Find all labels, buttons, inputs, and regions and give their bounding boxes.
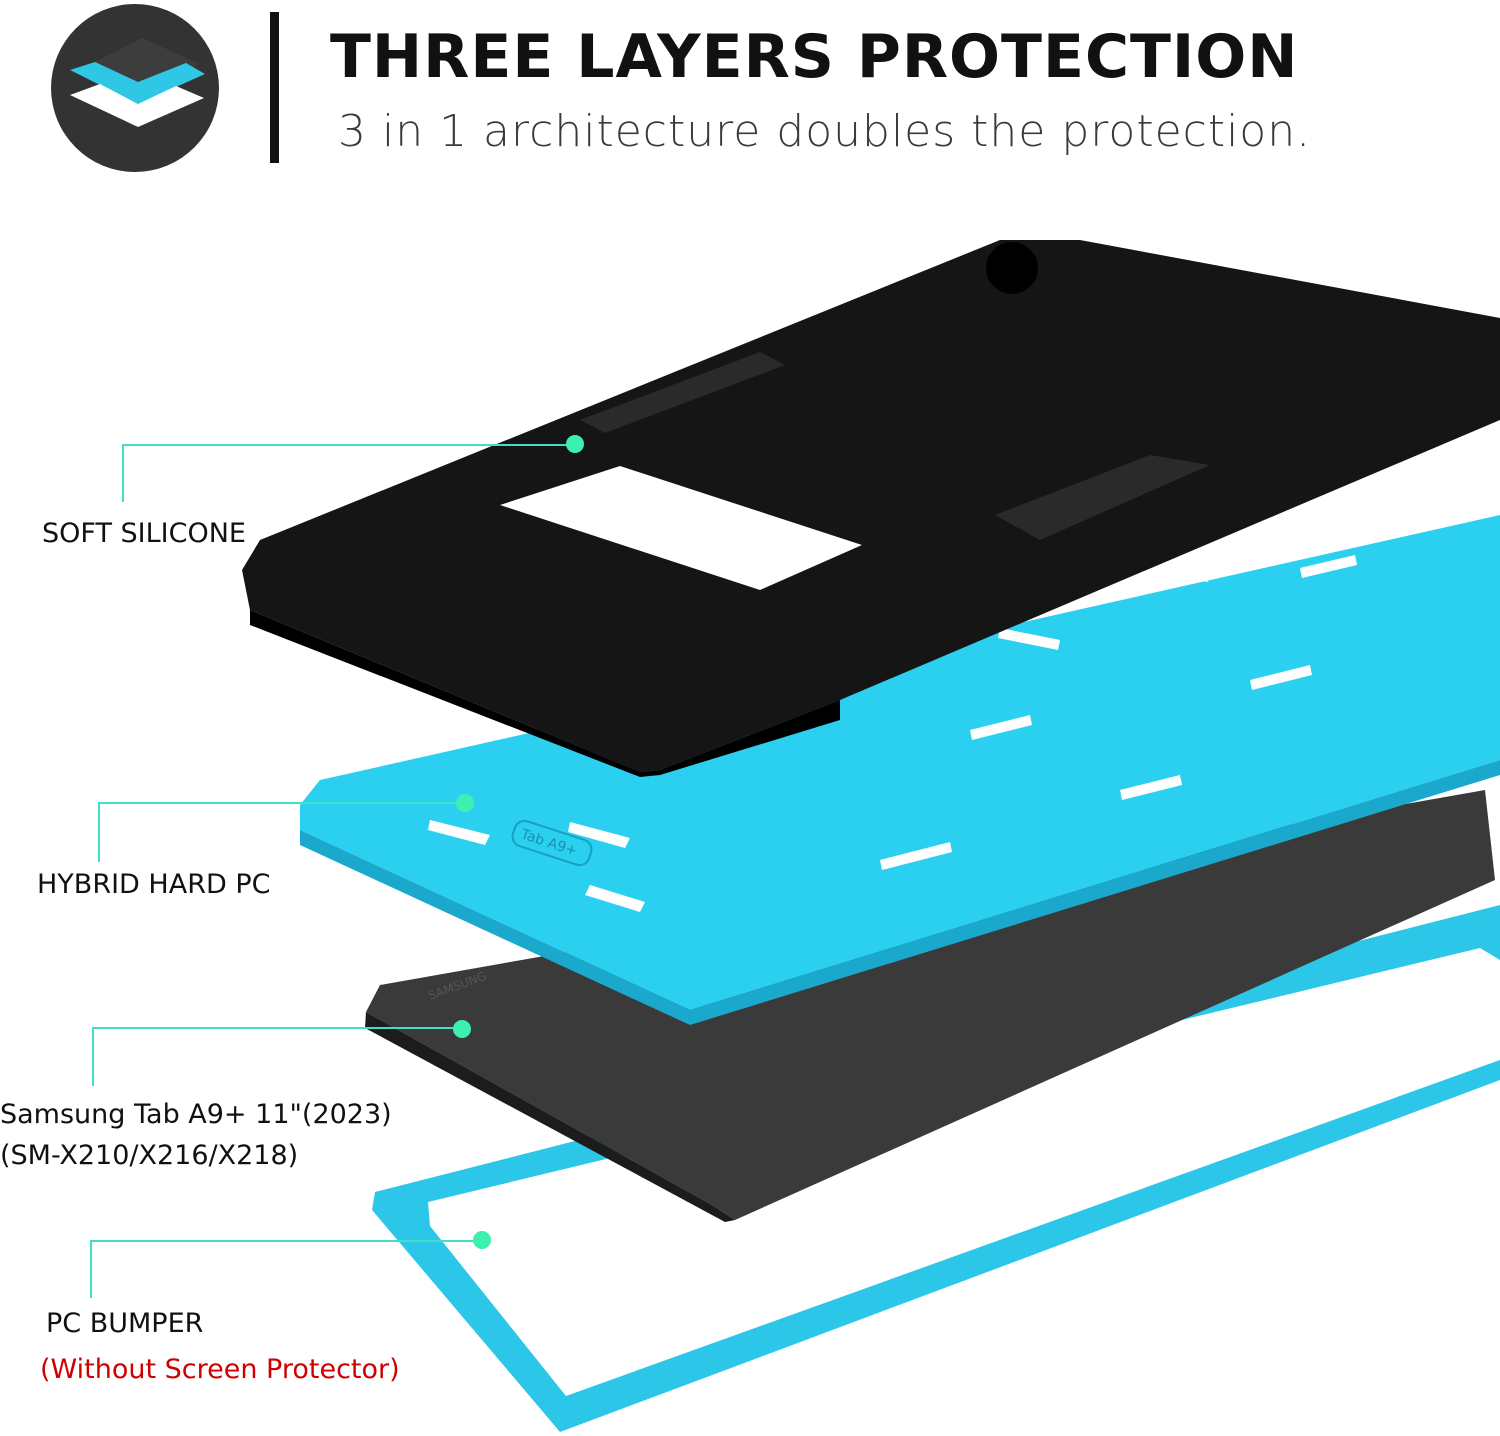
- page-subtitle: 3 in 1 architecture doubles the protecti…: [338, 106, 1312, 157]
- leader-line-bumper: [90, 1240, 482, 1298]
- leader-line-hard-pc: [98, 802, 465, 862]
- label-tablet-codes: (SM-X210/X216/X218): [0, 1140, 299, 1171]
- leader-dots: [453, 435, 584, 1249]
- leader-line-silicone: [122, 444, 575, 502]
- label-soft-silicone: SOFT SILICONE: [42, 518, 246, 549]
- leader-dot-hard-pc: [456, 794, 474, 812]
- leader-dot-bumper: [473, 1231, 491, 1249]
- label-pc-bumper: PC BUMPER: [46, 1308, 204, 1339]
- page-title: THREE LAYERS PROTECTION: [330, 22, 1299, 92]
- leader-dot-silicone: [566, 435, 584, 453]
- label-hybrid-hard-pc: HYBRID HARD PC: [37, 869, 271, 900]
- tablet-device: SAMSUNG: [365, 790, 1495, 1222]
- hybrid-hard-pc-shell: Tab A9+: [300, 515, 1500, 1025]
- leader-dot-tablet: [453, 1020, 471, 1038]
- label-tablet-model: Samsung Tab A9+ 11"(2023): [0, 1099, 392, 1130]
- pc-bumper-frame: [372, 905, 1500, 1432]
- soft-silicone-cover: [242, 240, 1500, 777]
- leader-line-tablet: [92, 1027, 462, 1086]
- header-divider: [270, 12, 279, 163]
- layers-icon: [51, 4, 219, 172]
- label-bumper-note: (Without Screen Protector): [40, 1354, 400, 1385]
- leader-lines: [90, 444, 575, 1298]
